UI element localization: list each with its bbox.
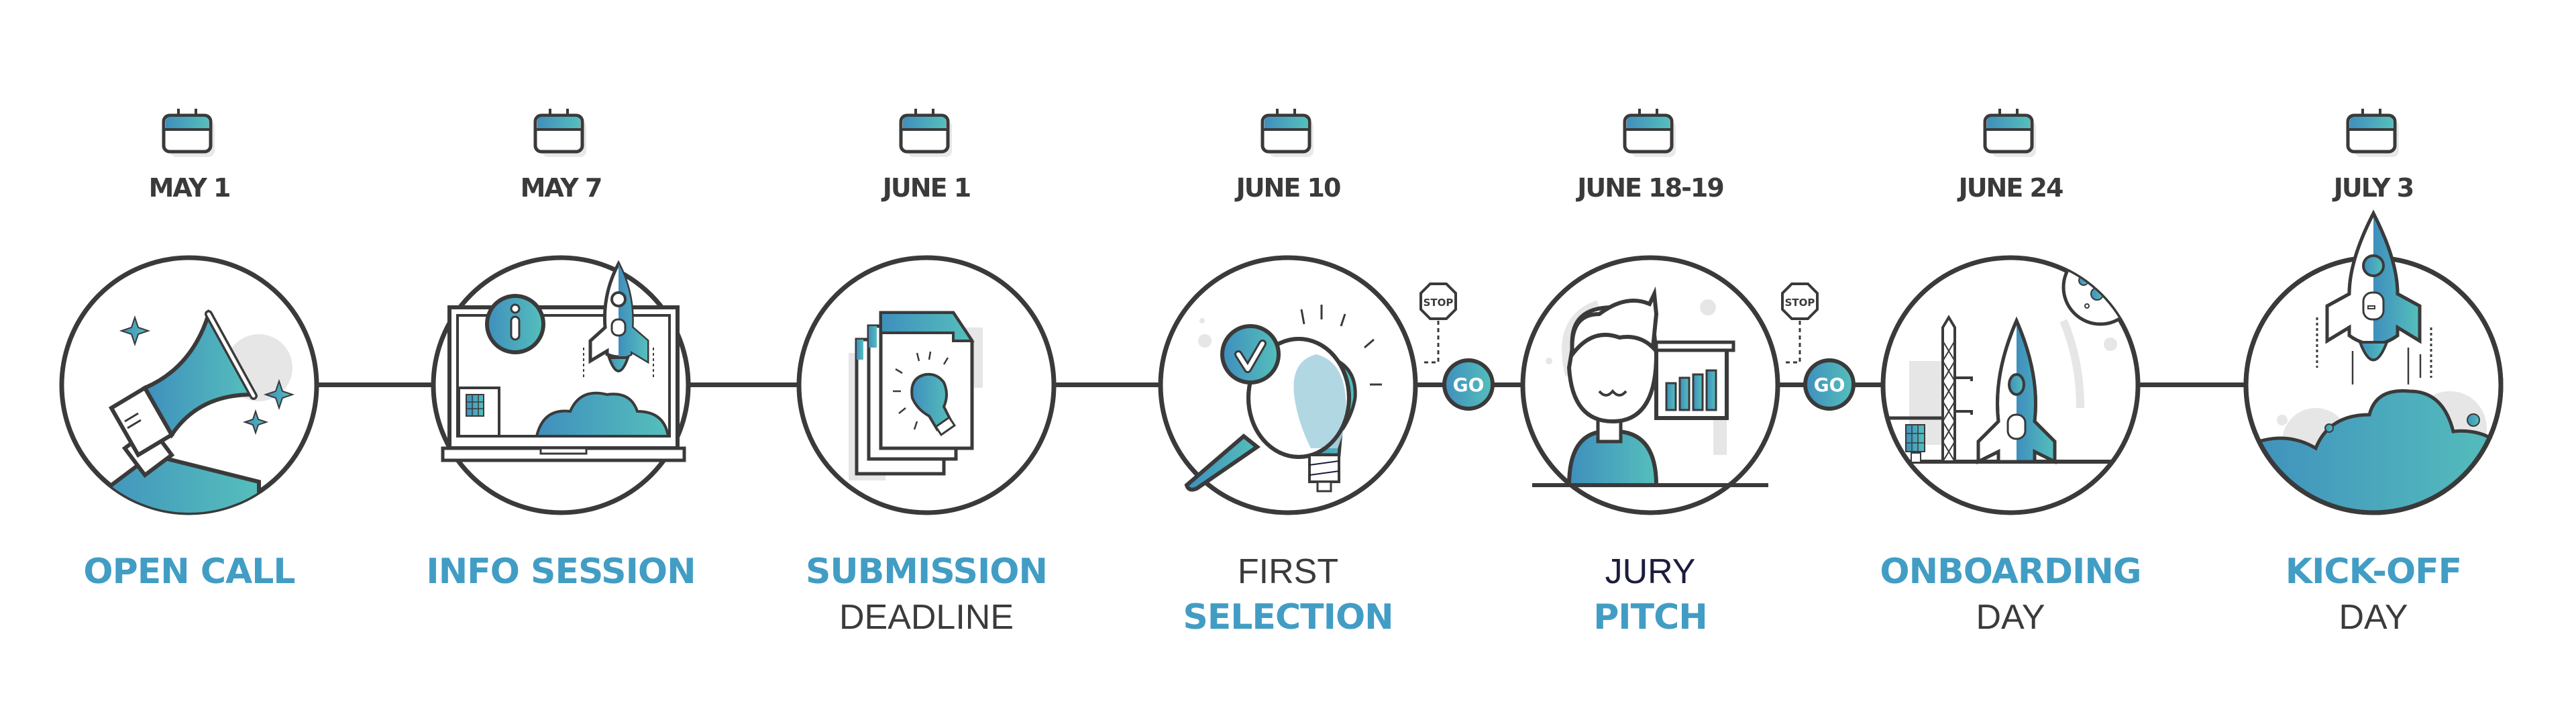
step-title: JURY (1605, 552, 1696, 591)
step-title: SUBMISSION (805, 552, 1048, 592)
step-title: INFO SESSION (426, 552, 696, 592)
step-date: JULY 3 (2333, 173, 2414, 203)
step-title: ONBOARDING (1880, 552, 2141, 592)
calendar-icon (533, 109, 586, 157)
stop-sign-label: STOP (1424, 297, 1454, 309)
step-title: KICK-OFF (2285, 552, 2462, 592)
timeline-step-info-session: MAY 7 (373, 0, 749, 718)
calendar-icon (162, 109, 215, 157)
timeline-step-jury-pitch: JUNE 18-19 JURY (1462, 0, 1838, 718)
laptop-rocket-info-icon (429, 254, 692, 517)
step-date: MAY 7 (520, 173, 603, 203)
presenter-chart-icon (1519, 254, 1782, 517)
step-subtitle: DEADLINE (839, 598, 1014, 637)
stop-sign-icon: STOP (1781, 283, 1819, 364)
documents-lightbulb-icon (795, 254, 1058, 517)
launchpad-rocket-icon (1879, 254, 2142, 517)
step-date: JUNE 24 (1958, 173, 2064, 203)
calendar-icon (2346, 109, 2399, 157)
calendar-icon (1623, 109, 1676, 157)
calendar-icon (1983, 109, 2036, 157)
rocket-launch-cloud-icon (2242, 209, 2505, 517)
step-subtitle: DAY (1976, 598, 2045, 637)
step-date: MAY 1 (148, 173, 231, 203)
go-gate-badge: GO (1803, 358, 1856, 411)
step-subtitle: SELECTION (1183, 597, 1393, 637)
calendar-icon (899, 109, 952, 157)
calendar-icon (1260, 109, 1313, 157)
step-subtitle: PITCH (1593, 597, 1708, 637)
step-subtitle: DAY (2339, 598, 2408, 637)
timeline-connector (688, 382, 802, 387)
step-date: JUNE 18-19 (1577, 173, 1725, 203)
go-gate-badge: GO (1442, 358, 1495, 411)
timeline-step-onboarding-day: JUNE 24 (1823, 0, 2198, 718)
stop-sign-label: STOP (1785, 297, 1815, 309)
timeline-step-first-selection: JUNE 10 FIRST SELECTION (1100, 0, 1476, 718)
stop-sign-icon: STOP (1419, 283, 1457, 364)
step-date: JUNE 10 (1236, 173, 1342, 203)
megaphone-icon (58, 254, 321, 517)
go-label: GO (1453, 374, 1485, 396)
timeline-step-kick-off-day: JULY 3 (2186, 0, 2561, 718)
timeline-connector (315, 382, 436, 387)
timeline-connector (2140, 382, 2247, 387)
timeline-step-submission-deadline: JUNE 1 SUBMISSION DEADLINE (739, 0, 1114, 718)
go-label: GO (1814, 374, 1845, 396)
step-date: JUNE 1 (882, 173, 971, 203)
timeline-connector (1053, 382, 1161, 387)
step-title: FIRST (1237, 552, 1339, 591)
timeline-step-open-call: MAY 1 OPEN CALL (1, 0, 377, 718)
step-title: OPEN CALL (83, 552, 295, 592)
magnifier-lightbulb-check-icon (1157, 254, 1419, 517)
